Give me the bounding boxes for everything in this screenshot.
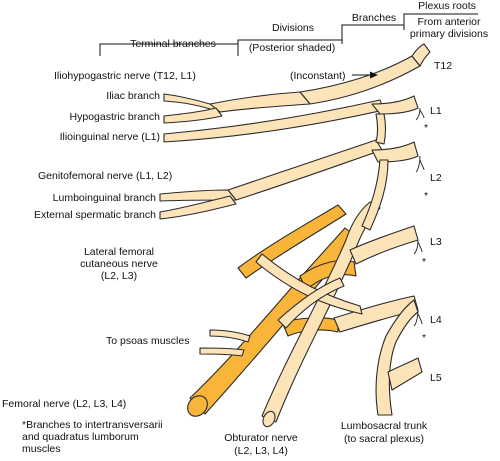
- posterior-divisions: [187, 204, 359, 417]
- femoral-nerve-cut-end: [187, 395, 208, 417]
- root-label-l2: L2: [430, 172, 442, 184]
- obturator-nerve-cut-end: [262, 410, 276, 428]
- label-lateral-femoral-1: Lateral femoral: [83, 246, 155, 258]
- label-inconstant: (Inconstant): [290, 70, 346, 82]
- inconstant-arrow: [352, 71, 378, 79]
- label-iliac-branch: Iliac branch: [106, 90, 160, 102]
- label-lumbosacral-1: Lumbosacral trunk: [340, 420, 428, 432]
- footnote-line-3: muscles: [22, 443, 61, 455]
- label-hypogastric-branch: Hypogastric branch: [69, 111, 160, 123]
- label-iliohypogastric: Iliohypogastric nerve (T12, L1): [54, 70, 196, 82]
- label-obturator-2: (L2, L3, L4): [234, 445, 288, 457]
- label-lateral-femoral-3: (L2, L3): [100, 270, 138, 282]
- header-divisions: Divisions: [271, 22, 314, 34]
- lumbosacral-trunk: [375, 299, 419, 416]
- genitofemoral-nerve: [227, 139, 383, 201]
- root-label-t12: T12: [434, 60, 453, 72]
- hypogastric-branch: [163, 107, 223, 124]
- header-terminal-branches: Terminal branches: [130, 38, 216, 50]
- anterior-divisions: [159, 43, 431, 428]
- root-t12: [411, 43, 431, 67]
- label-external-spermatic: External spermatic branch: [34, 209, 156, 221]
- iliac-branch: [163, 93, 221, 113]
- cross-link-lower: [277, 277, 345, 329]
- root-l2: [371, 141, 419, 163]
- asterisk-l4: *: [422, 332, 427, 344]
- iliohypogastric-trunk: [209, 91, 311, 113]
- label-genitofemoral: Genitofemoral nerve (L1, L2): [38, 170, 173, 182]
- root-l5: [387, 357, 423, 391]
- label-lateral-femoral-2: cutaneous nerve: [80, 258, 158, 270]
- label-ilioinguinal: Ilioinguinal nerve (L1): [59, 131, 160, 143]
- intertransversarii-twigs: [413, 107, 425, 327]
- l1-to-l2-connection: [375, 113, 387, 145]
- lumboinguinal-branch: [159, 189, 237, 202]
- header-brackets: [99, 13, 478, 56]
- label-psoas: To psoas muscles: [106, 335, 190, 347]
- l2-to-l3-connection: [361, 159, 389, 231]
- label-lumbosacral-2: (to sacral plexus): [344, 433, 424, 445]
- asterisk-l1: *: [424, 122, 429, 134]
- bracket-branches: [341, 24, 405, 44]
- bracket-plexus-roots: [403, 13, 478, 30]
- root-l1: [371, 95, 419, 115]
- header-posterior-shaded: (Posterior shaded): [248, 42, 336, 54]
- label-femoral: Femoral nerve (L2, L3, L4): [2, 398, 127, 410]
- psoas-branch-upper: [209, 329, 251, 343]
- header-plexus-roots: Plexus roots: [418, 0, 476, 12]
- root-label-l4: L4: [430, 314, 442, 326]
- obturator-nerve: [261, 201, 381, 423]
- header-branches: Branches: [351, 12, 397, 24]
- label-lumboinguinal: Lumboinguinal branch: [52, 192, 156, 204]
- external-spermatic-branch: [159, 195, 237, 220]
- footnote-line-2: and quadratus lumborum: [22, 431, 139, 443]
- asterisk-l2: *: [424, 190, 429, 202]
- label-obturator-1: Obturator nerve: [224, 432, 298, 444]
- psoas-branch-lower: [199, 347, 245, 357]
- header-primary-divisions: primary divisions: [409, 28, 489, 40]
- root-label-l1: L1: [430, 105, 442, 117]
- root-label-l5: L5: [430, 372, 442, 384]
- header-from-anterior: From anterior: [417, 16, 481, 28]
- footnote-line-1: *Branches to intertransversarii: [22, 419, 163, 431]
- root-label-l3: L3: [430, 236, 442, 248]
- asterisk-l3: *: [422, 256, 427, 268]
- cross-link-upper: [255, 253, 363, 315]
